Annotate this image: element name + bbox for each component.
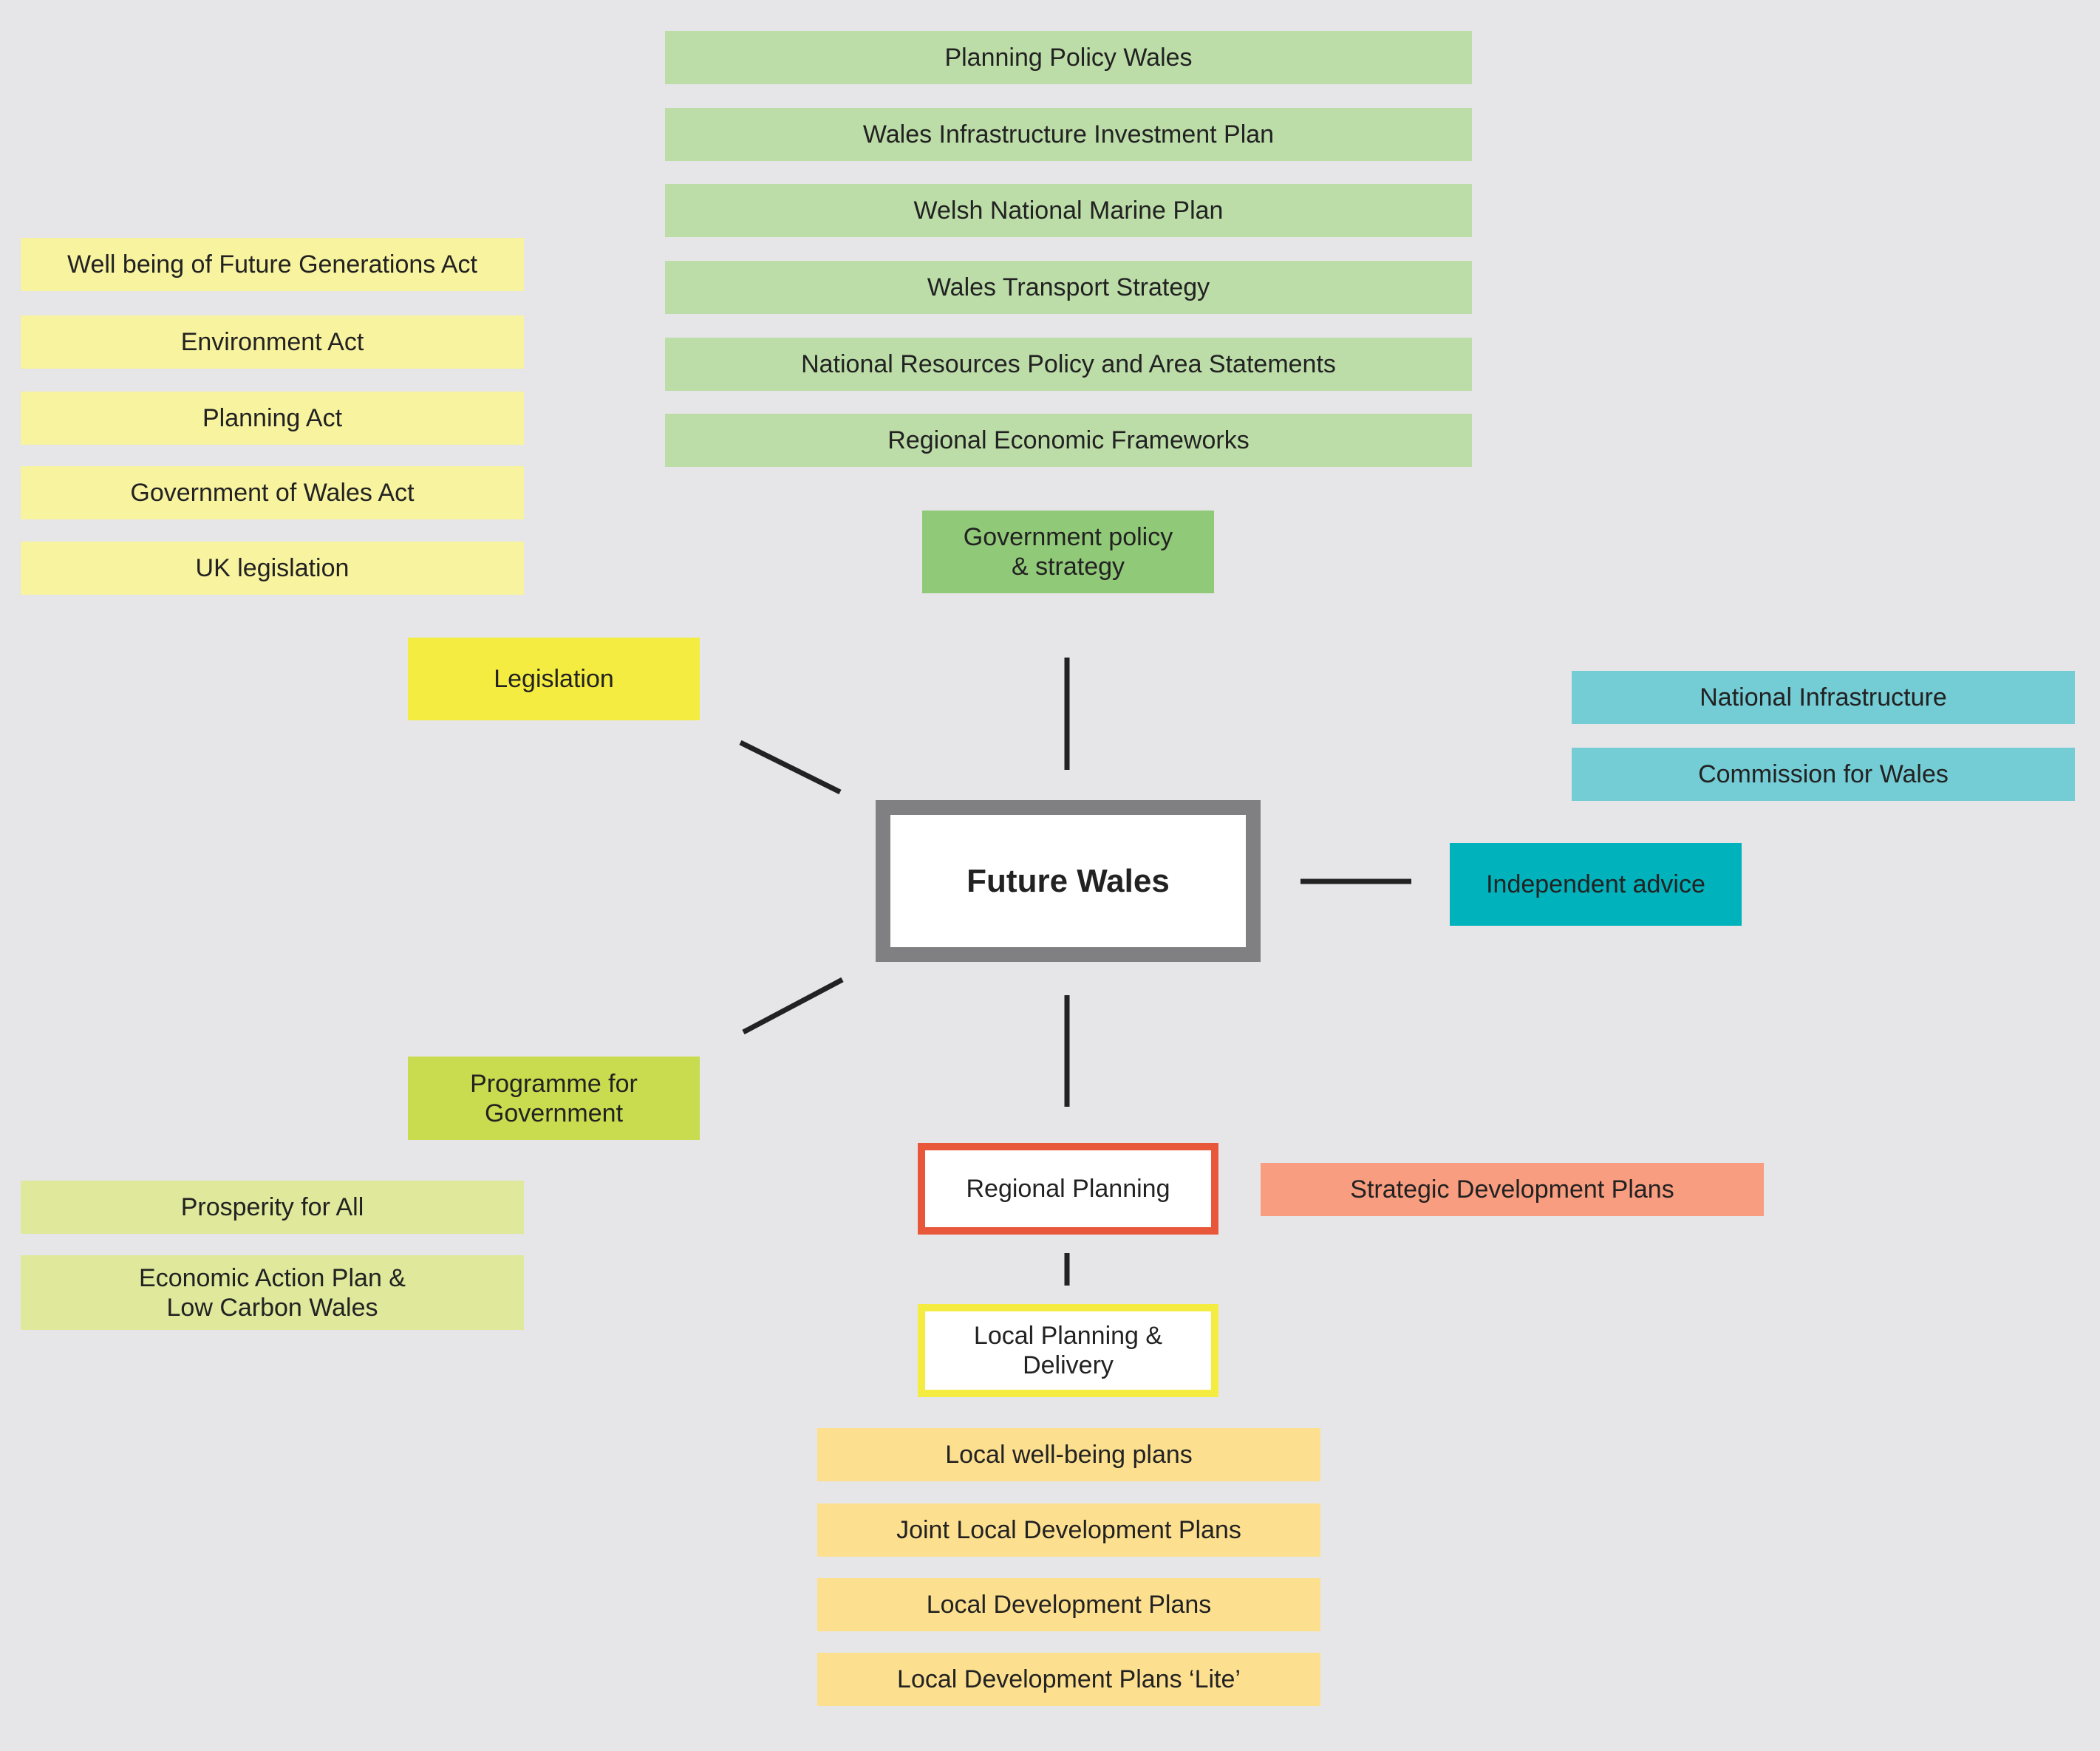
policy-item-transport-strategy: Wales Transport Strategy — [665, 261, 1472, 314]
advice-item-commission-for-wales: Commission for Wales — [1572, 748, 2075, 801]
connector-legislation — [739, 740, 842, 795]
policy-heading: Government policy & strategy — [922, 511, 1214, 593]
future-wales-center: Future Wales — [876, 800, 1261, 962]
policy-item-resources-policy: National Resources Policy and Area State… — [665, 338, 1472, 391]
legislation-item-uk-legislation: UK legislation — [21, 542, 524, 595]
legislation-item-environment-act: Environment Act — [21, 315, 524, 369]
regional-planning-box: Regional Planning — [918, 1143, 1218, 1235]
policy-item-economic-frameworks: Regional Economic Frameworks — [665, 414, 1472, 467]
legislation-item-government-of-wales-act: Government of Wales Act — [21, 466, 524, 519]
policy-item-marine-plan: Welsh National Marine Plan — [665, 184, 1472, 237]
legislation-heading: Legislation — [408, 638, 700, 720]
local-item-ldp-lite: Local Development Plans ‘Lite’ — [817, 1653, 1320, 1706]
programme-item-economic-action-plan: Economic Action Plan & Low Carbon Wales — [21, 1255, 524, 1330]
programme-item-prosperity: Prosperity for All — [21, 1181, 524, 1234]
local-item-ldp: Local Development Plans — [817, 1578, 1320, 1631]
local-item-joint-ldp: Joint Local Development Plans — [817, 1503, 1320, 1557]
advice-item-national-infrastructure: National Infrastructure — [1572, 671, 2075, 724]
programme-heading: Programme for Government — [408, 1057, 700, 1140]
policy-item-infrastructure-plan: Wales Infrastructure Investment Plan — [665, 108, 1472, 161]
legislation-item-planning-act: Planning Act — [21, 392, 524, 445]
connector-programme — [742, 977, 844, 1035]
regional-planning-label: Regional Planning — [966, 1174, 1170, 1203]
local-planning-box: Local Planning & Delivery — [918, 1304, 1218, 1397]
local-planning-label: Local Planning & Delivery — [973, 1322, 1163, 1379]
strategic-development-plans: Strategic Development Plans — [1261, 1163, 1764, 1216]
advice-heading: Independent advice — [1450, 843, 1742, 926]
policy-item-planning-policy-wales: Planning Policy Wales — [665, 31, 1472, 84]
local-item-well-being-plans: Local well-being plans — [817, 1428, 1320, 1481]
future-wales-label: Future Wales — [967, 862, 1170, 899]
legislation-item-future-generations-act: Well being of Future Generations Act — [21, 238, 524, 291]
